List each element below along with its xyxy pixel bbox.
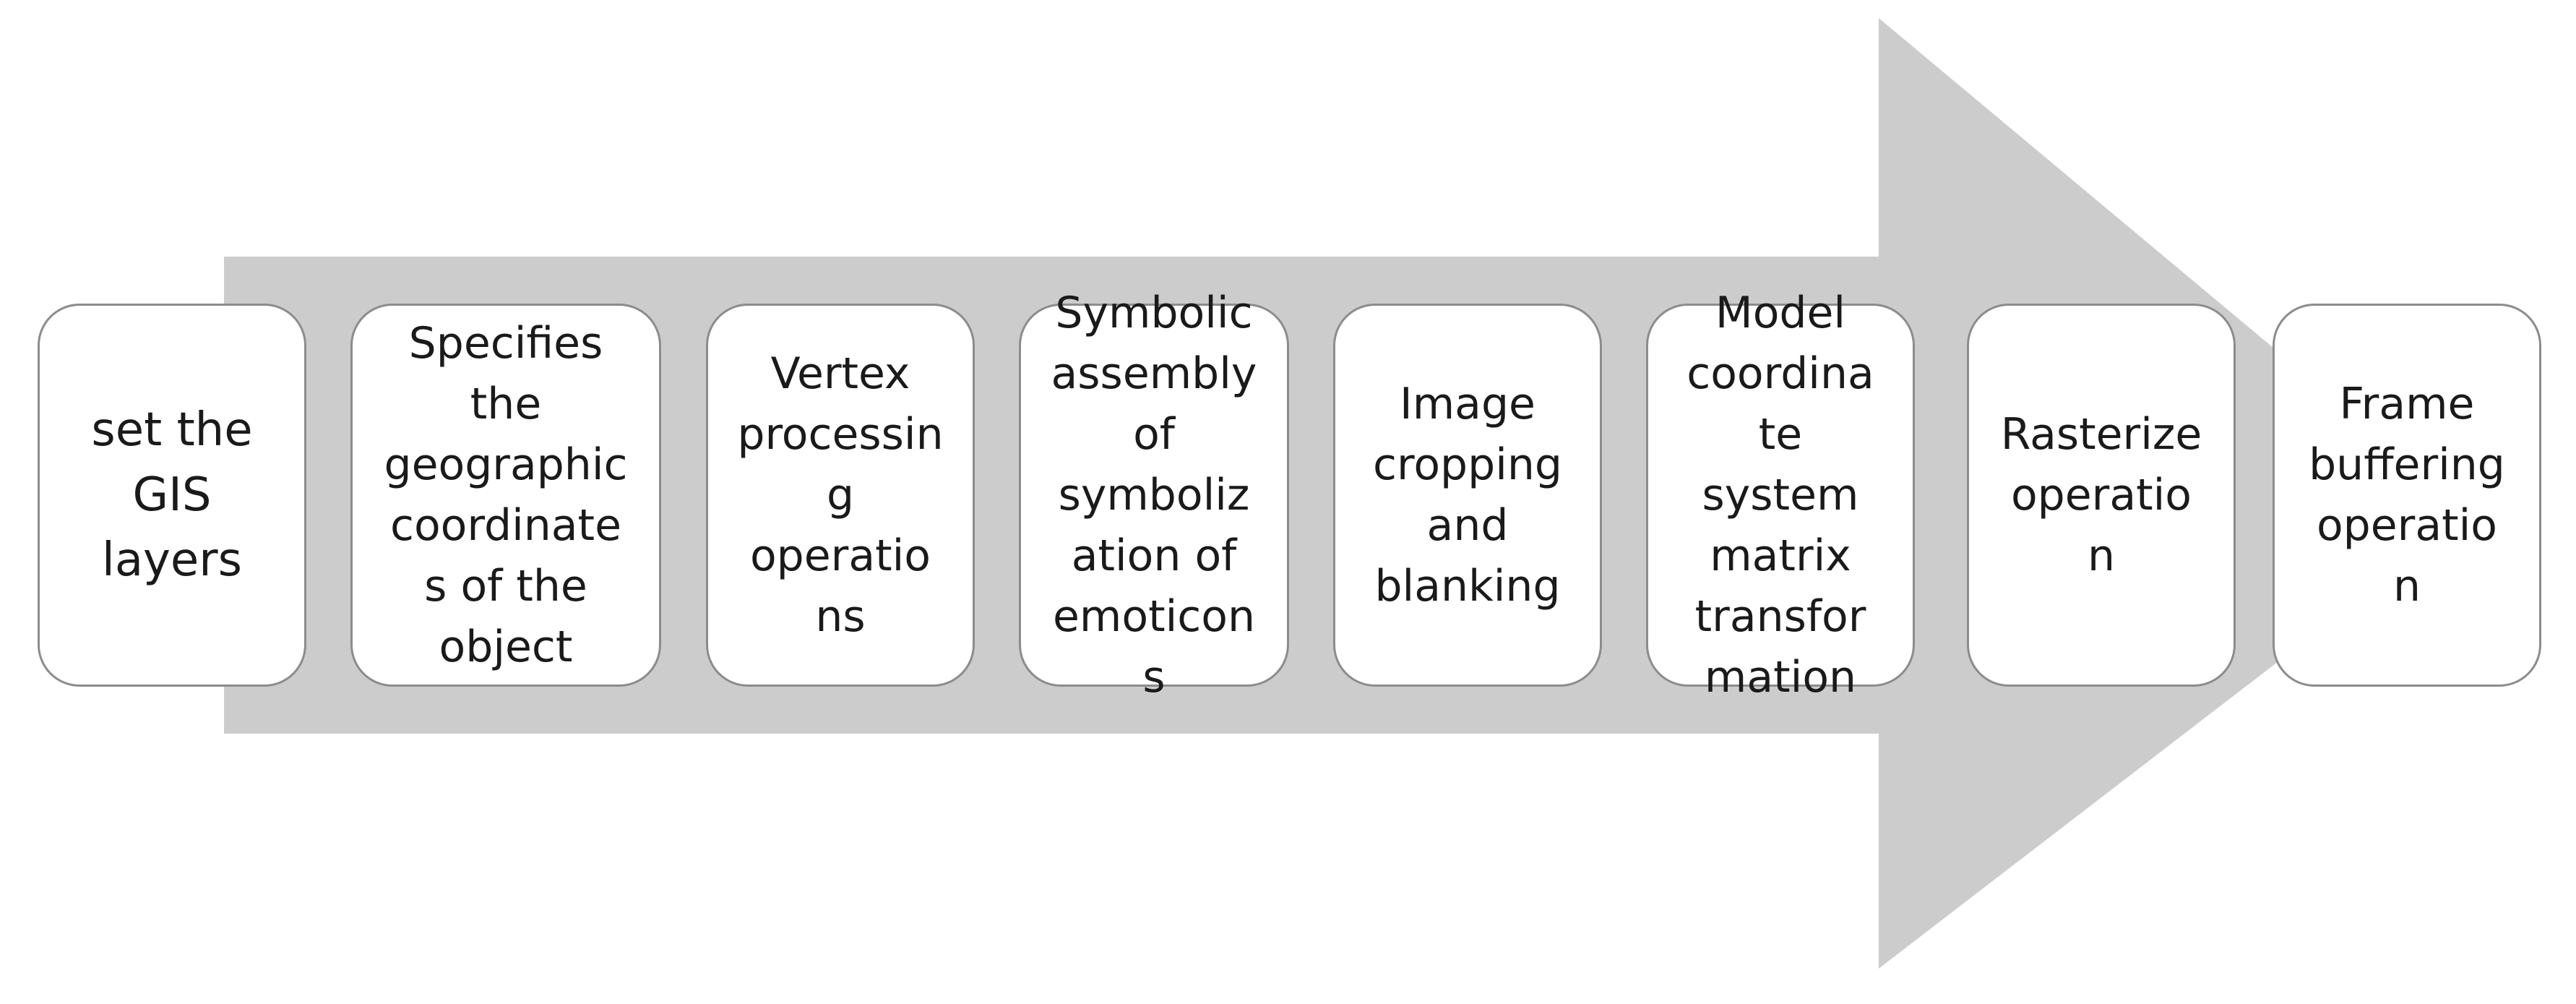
step-box-frame-buffering: Frame buffering operatio n xyxy=(2273,304,2541,687)
step-label: Frame buffering operatio n xyxy=(2309,379,2505,612)
step-label: set the GIS layers xyxy=(91,403,253,587)
step-box-model-transformation: Model coordina te system matrix transfor… xyxy=(1646,288,1915,703)
step-box-set-gis-layers: set the GIS layers xyxy=(38,304,306,687)
step-label: Image cropping and blanking xyxy=(1372,379,1562,612)
step-label: Model coordina te system matrix transfor… xyxy=(1687,288,1874,703)
step-box-rasterize: Rasterize operatio n xyxy=(1967,304,2236,687)
step-label: Symbolic assembly of symboliz ation of e… xyxy=(1051,288,1257,703)
step-box-image-cropping: Image cropping and blanking xyxy=(1333,304,1602,687)
step-label: Specifies the geographic coordinate s of… xyxy=(384,318,628,672)
step-label: Rasterize operatio n xyxy=(2000,409,2202,581)
step-box-specify-coordinates: Specifies the geographic coordinate s of… xyxy=(350,304,661,687)
step-box-symbolic-assembly: Symbolic assembly of symboliz ation of e… xyxy=(1019,288,1289,703)
step-label: Vertex processin g operatio ns xyxy=(737,348,944,642)
step-box-vertex-processing: Vertex processin g operatio ns xyxy=(706,304,975,687)
